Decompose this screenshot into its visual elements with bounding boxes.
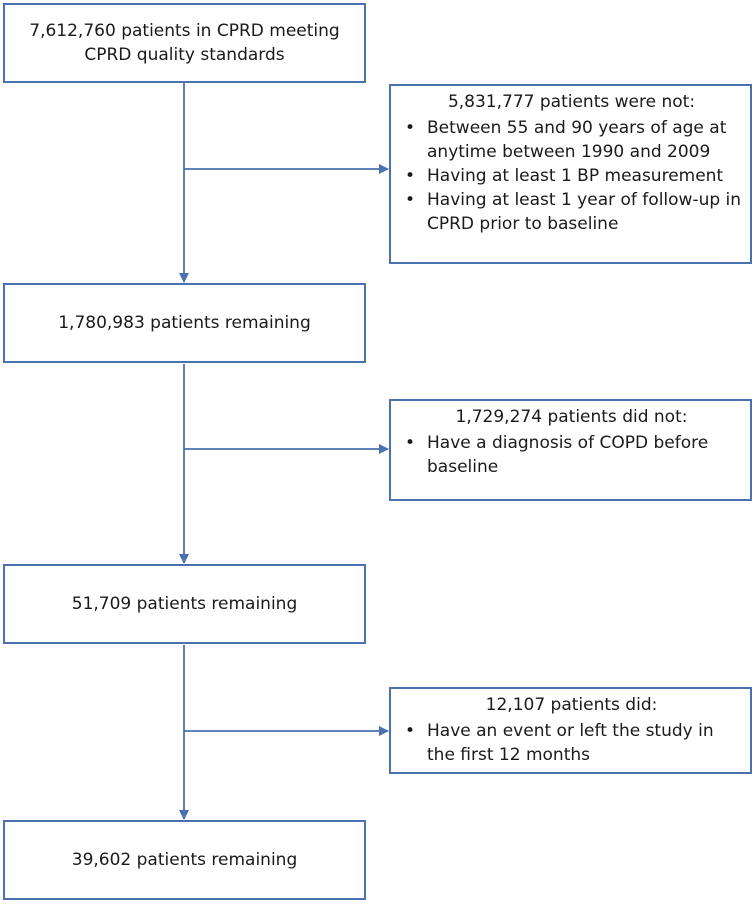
remaining-box-2-text: 51,709 patients remaining xyxy=(71,594,298,614)
list-item: Between 55 and 90 years of age at anytim… xyxy=(401,116,742,164)
remaining-box-3: 39,602 patients remaining xyxy=(3,820,366,900)
start-box: 7,612,760 patients in CPRD meeting CPRD … xyxy=(3,3,366,83)
list-item: Have an event or left the study in the f… xyxy=(401,719,742,767)
exclusion-1-list: Between 55 and 90 years of age at anytim… xyxy=(401,116,742,236)
exclusion-2-heading: 1,729,274 patients did not: xyxy=(455,407,688,427)
list-item: Having at least 1 BP measurement xyxy=(401,164,742,188)
exclusion-box-3: 12,107 patients did: Have an event or le… xyxy=(389,687,752,774)
start-box-text: 7,612,760 patients in CPRD meeting CPRD … xyxy=(29,21,340,65)
exclusion-2-list: Have a diagnosis of COPD before baseline xyxy=(401,431,742,479)
exclusion-3-heading: 12,107 patients did: xyxy=(485,695,658,715)
remaining-box-3-text: 39,602 patients remaining xyxy=(71,850,298,870)
list-item: Have a diagnosis of COPD before baseline xyxy=(401,431,742,479)
exclusion-box-2: 1,729,274 patients did not: Have a diagn… xyxy=(389,399,752,501)
remaining-box-2: 51,709 patients remaining xyxy=(3,564,366,644)
list-item: Having at least 1 year of follow-up in C… xyxy=(401,188,742,236)
exclusion-box-1: 5,831,777 patients were not: Between 55 … xyxy=(389,84,752,264)
exclusion-3-list: Have an event or left the study in the f… xyxy=(401,719,742,767)
remaining-box-1-text: 1,780,983 patients remaining xyxy=(58,313,311,333)
exclusion-1-heading: 5,831,777 patients were not: xyxy=(447,92,696,112)
remaining-box-1: 1,780,983 patients remaining xyxy=(3,283,366,363)
